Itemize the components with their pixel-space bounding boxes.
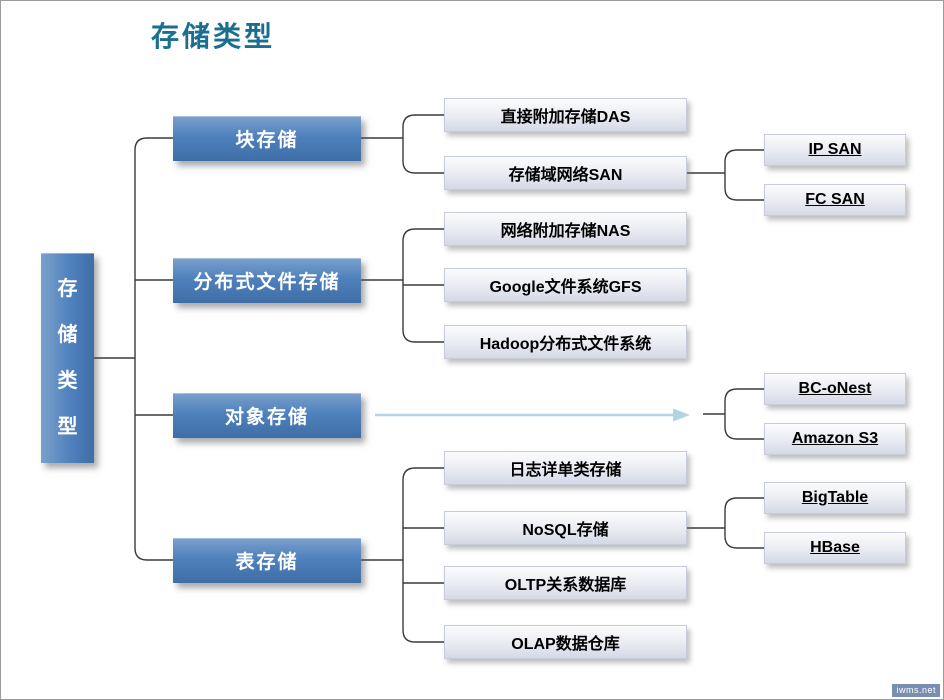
node-label: Google文件系统GFS bbox=[489, 279, 642, 296]
node-label: 直接附加存储DAS bbox=[500, 109, 631, 126]
node-object-storage: 对象存储 bbox=[173, 393, 361, 438]
node-label: 表存储 bbox=[235, 552, 299, 573]
node-label: 分布式文件存储 bbox=[193, 272, 341, 293]
node-label: IP SAN bbox=[808, 141, 862, 158]
node-block-storage: 块存储 bbox=[173, 116, 361, 161]
node-label: 存储类型 bbox=[57, 278, 78, 438]
connector-table-brace bbox=[402, 467, 444, 643]
connector-root-brace bbox=[134, 137, 173, 561]
connector-object-brace bbox=[724, 388, 764, 440]
node-label: NoSQL存储 bbox=[522, 522, 609, 539]
node-label: 对象存储 bbox=[224, 407, 309, 428]
node-fc-san: FC SAN bbox=[764, 184, 906, 216]
node-label: 日志详单类存储 bbox=[509, 462, 622, 479]
node-das: 直接附加存储DAS bbox=[444, 98, 687, 132]
node-table-storage: 表存储 bbox=[173, 538, 361, 583]
node-label: HBase bbox=[810, 539, 860, 556]
node-bigtable: BigTable bbox=[764, 482, 906, 514]
watermark: iwms.net bbox=[892, 684, 940, 697]
node-olap: OLAP数据仓库 bbox=[444, 625, 687, 659]
node-ip-san: IP SAN bbox=[764, 134, 906, 166]
node-distributed-file-storage: 分布式文件存储 bbox=[173, 258, 361, 303]
node-san: 存储域网络SAN bbox=[444, 156, 687, 190]
node-label: BC-oNest bbox=[798, 380, 872, 397]
node-storage-types-root: 存储类型 bbox=[41, 253, 94, 463]
object-storage-arrow-head bbox=[673, 408, 690, 422]
node-hadoop-hdfs: Hadoop分布式文件系统 bbox=[444, 325, 687, 359]
node-nas: 网络附加存储NAS bbox=[444, 212, 687, 246]
node-label: OLTP关系数据库 bbox=[504, 577, 627, 594]
connector-block-brace bbox=[402, 114, 444, 174]
node-label: BigTable bbox=[801, 489, 869, 506]
node-hbase: HBase bbox=[764, 532, 906, 564]
node-bc-onest: BC-oNest bbox=[764, 373, 906, 405]
node-label: Hadoop分布式文件系统 bbox=[479, 336, 652, 353]
connector-san-brace bbox=[724, 149, 764, 201]
node-label: 网络附加存储NAS bbox=[500, 223, 631, 240]
node-label: OLAP数据仓库 bbox=[511, 636, 620, 653]
node-oltp: OLTP关系数据库 bbox=[444, 566, 687, 600]
node-nosql-storage: NoSQL存储 bbox=[444, 511, 687, 545]
connector-nosql-brace bbox=[724, 497, 764, 549]
node-label: FC SAN bbox=[805, 191, 865, 208]
node-label: Amazon S3 bbox=[791, 430, 879, 447]
page-title: 存储类型 bbox=[151, 21, 276, 52]
node-log-detail-storage: 日志详单类存储 bbox=[444, 451, 687, 485]
node-gfs: Google文件系统GFS bbox=[444, 268, 687, 302]
node-label: 块存储 bbox=[235, 130, 299, 151]
node-amazon-s3: Amazon S3 bbox=[764, 423, 906, 455]
node-label: 存储域网络SAN bbox=[508, 167, 623, 184]
